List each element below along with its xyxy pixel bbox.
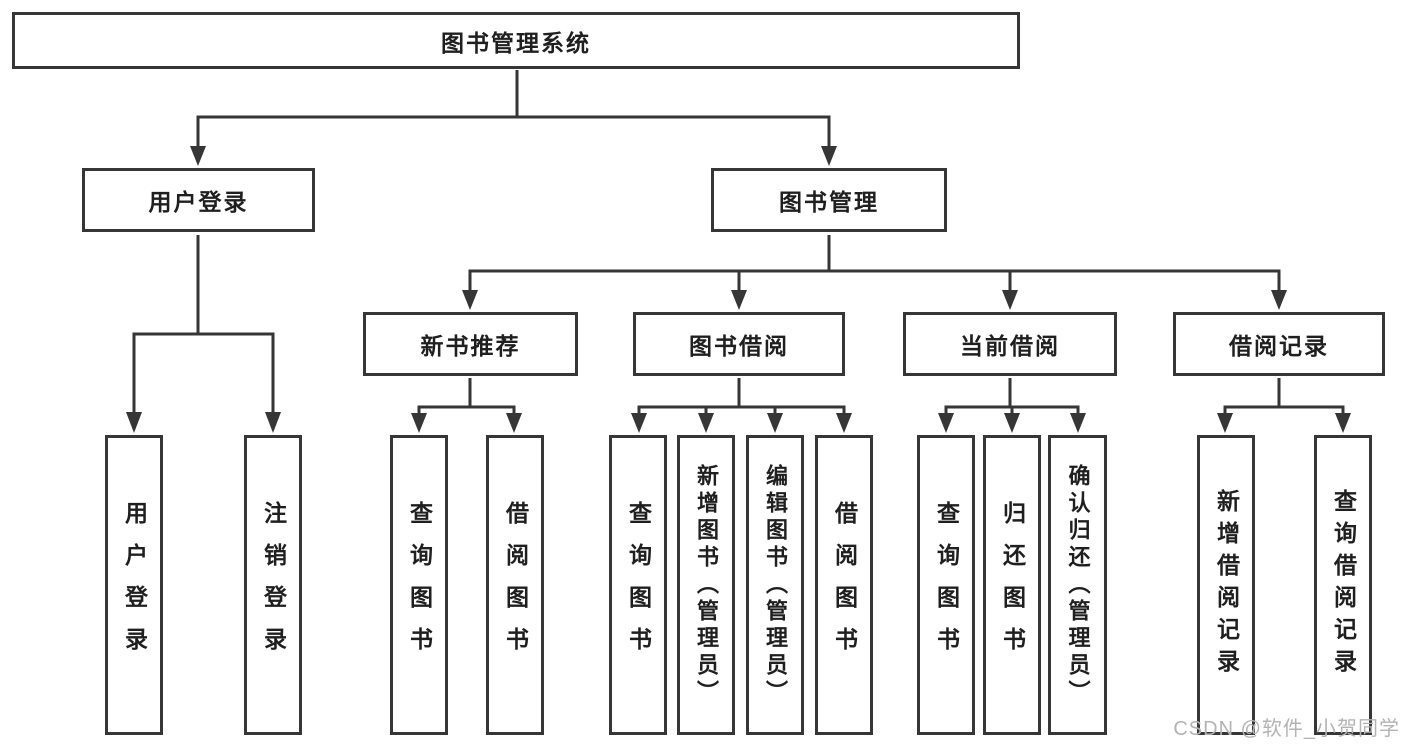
node-label: 当前借阅	[960, 333, 1060, 359]
node-label: 借阅记录	[1229, 333, 1329, 359]
leaf-label: 用户登录	[121, 501, 148, 669]
leaf-borrow-books-recommendation: 借阅图书	[486, 435, 544, 735]
connector-root-to-level2	[190, 70, 837, 166]
connector-new-book-recommendation-children	[411, 378, 522, 433]
node-book-management-system: 图书管理系统	[12, 12, 1020, 69]
connector-current-borrowing-children	[938, 378, 1086, 433]
node-label: 用户登录	[148, 189, 249, 215]
leaf-user-login: 用户登录	[105, 435, 163, 735]
node-current-borrowing: 当前借阅	[903, 312, 1117, 376]
leaf-return-books: 归还图书	[983, 435, 1041, 735]
leaf-borrow-books-borrowing: 借阅图书	[815, 435, 873, 735]
leaf-label: 编辑图书（管理员）	[763, 463, 788, 707]
leaf-confirm-return-admin: 确认归还（管理员）	[1048, 435, 1107, 735]
connector-book-management-children	[462, 235, 1287, 310]
node-new-book-recommendation: 新书推荐	[363, 312, 578, 376]
leaf-label: 注销登录	[260, 501, 287, 669]
node-user-login: 用户登录	[82, 168, 315, 232]
node-book-borrowing: 图书借阅	[633, 312, 845, 376]
leaf-label: 查询图书	[933, 501, 960, 669]
leaf-query-books-recommendation: 查询图书	[390, 435, 448, 735]
node-label: 图书管理系统	[441, 29, 591, 56]
leaf-label: 新增借阅记录	[1213, 489, 1240, 681]
node-borrowing-records: 借阅记录	[1173, 312, 1385, 376]
leaf-add-books-admin: 新增图书（管理员）	[677, 435, 735, 735]
leaf-query-books-current: 查询图书	[917, 435, 975, 735]
node-label: 图书借阅	[689, 333, 789, 359]
leaf-label: 借阅图书	[831, 501, 858, 669]
leaf-label: 借阅图书	[502, 501, 529, 669]
leaf-label: 查询图书	[625, 501, 652, 669]
leaf-logout: 注销登录	[244, 435, 302, 735]
leaf-label: 归还图书	[999, 501, 1026, 669]
watermark: CSDN @软件_小贺同学	[1173, 718, 1400, 740]
leaf-query-books-borrowing: 查询图书	[609, 435, 667, 735]
leaf-edit-books-admin: 编辑图书（管理员）	[746, 435, 804, 735]
leaf-label: 查询图书	[406, 501, 433, 669]
connector-user-login-children	[126, 235, 281, 433]
connector-book-borrowing-children	[631, 378, 852, 433]
leaf-add-borrow-record: 新增借阅记录	[1197, 435, 1255, 735]
node-label: 图书管理	[779, 189, 879, 215]
leaf-label: 新增图书（管理员）	[694, 463, 719, 707]
node-book-management: 图书管理	[711, 168, 947, 232]
leaf-label: 确认归还（管理员）	[1065, 463, 1091, 707]
connector-borrowing-records-children	[1217, 378, 1351, 433]
node-label: 新书推荐	[420, 333, 521, 359]
leaf-query-borrow-record: 查询借阅记录	[1314, 435, 1372, 735]
leaf-label: 查询借阅记录	[1330, 489, 1357, 681]
